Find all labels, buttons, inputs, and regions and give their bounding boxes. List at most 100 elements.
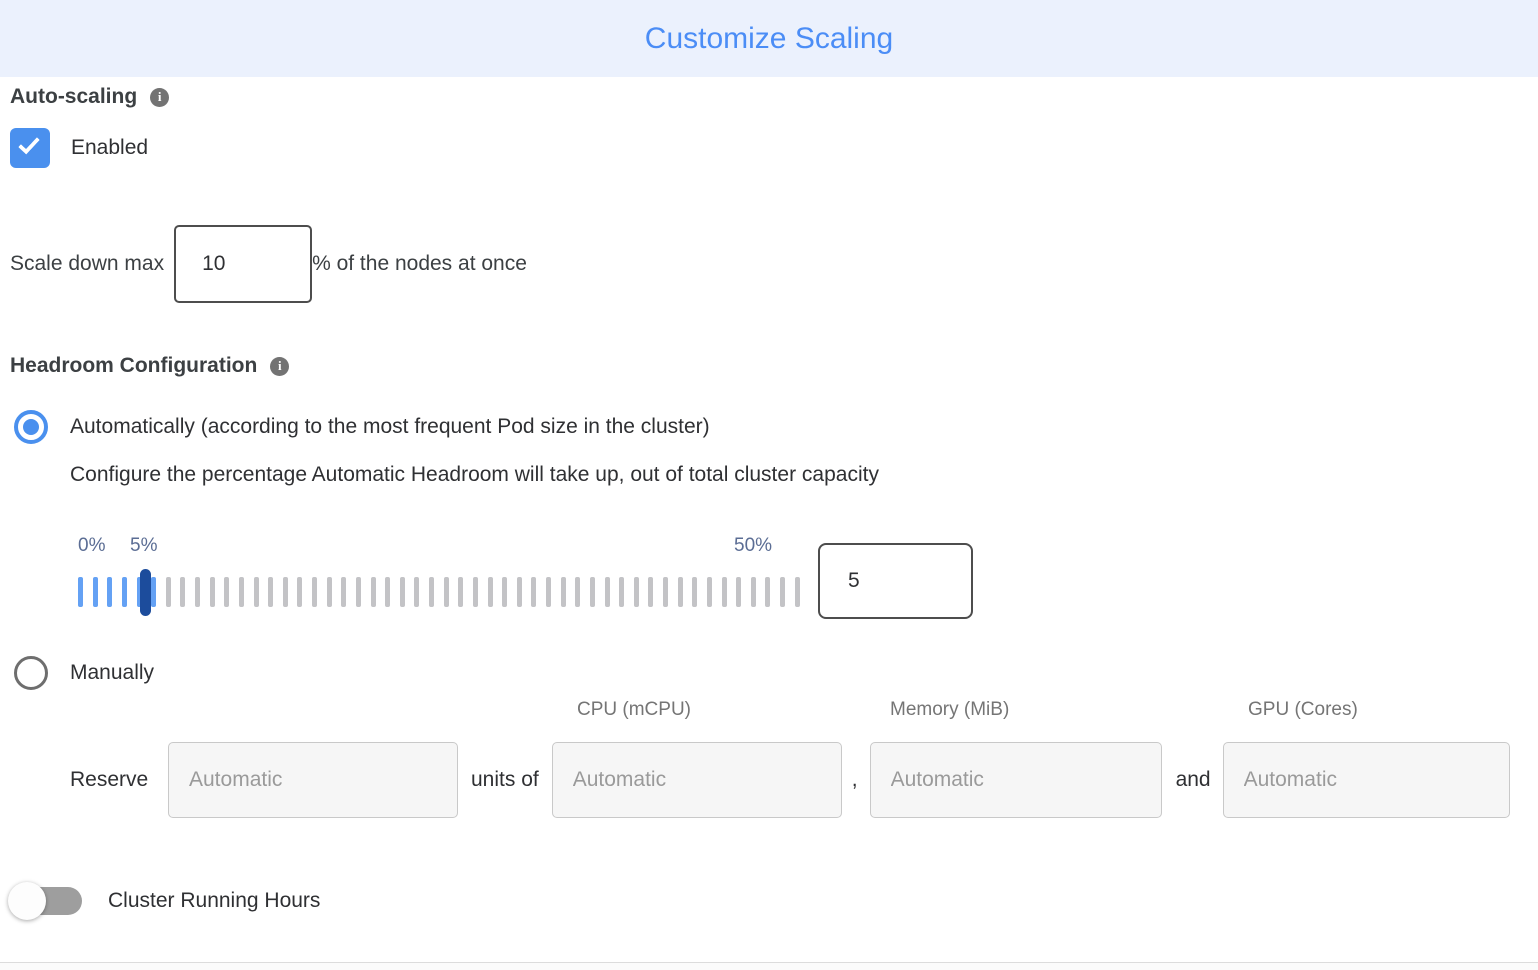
autoscaling-info-icon[interactable]: i xyxy=(150,87,170,107)
autoscaling-enabled-label: Enabled xyxy=(71,136,149,159)
slider-tick xyxy=(151,577,157,607)
slider-tick xyxy=(399,577,405,607)
slider-tick xyxy=(648,577,654,607)
headroom-manual-row: Manually xyxy=(10,656,1538,690)
headroom-automatic-description: Configure the percentage Automatic Headr… xyxy=(70,463,879,486)
autoscaling-enabled-row: Enabled xyxy=(10,128,1538,168)
slider-tick xyxy=(560,577,566,607)
slider-tick xyxy=(487,577,493,607)
slider-tick xyxy=(736,577,742,607)
slider-tick xyxy=(589,577,595,607)
slider-tick xyxy=(443,577,449,607)
slider-tick xyxy=(92,577,98,607)
headroom-section-label: Headroom Configuration xyxy=(10,354,258,377)
slider-tick xyxy=(502,577,508,607)
dialog-title: Customize Scaling xyxy=(644,21,894,55)
slider-tick xyxy=(107,577,113,607)
slider-tick xyxy=(794,577,800,607)
slider-tick xyxy=(677,577,683,607)
slider-tick xyxy=(531,577,537,607)
slider-tick xyxy=(297,577,303,607)
slider-tick xyxy=(604,577,610,607)
headroom-section-row: Headroom Configuration i xyxy=(10,354,1538,378)
headroom-automatic-radio[interactable] xyxy=(14,410,48,444)
slider-tick xyxy=(458,577,464,607)
memory-reserve-input[interactable] xyxy=(869,742,1162,818)
slider-tick xyxy=(370,577,376,607)
slider-tick xyxy=(180,577,186,607)
slider-tick xyxy=(224,577,230,607)
toggle-knob xyxy=(8,882,46,920)
slider-tick xyxy=(253,577,259,607)
reserve-units-input[interactable] xyxy=(168,742,458,818)
dialog-body: Auto-scaling i Enabled Scale down max % … xyxy=(0,85,1538,921)
bottom-divider xyxy=(0,962,1538,970)
column-header-cpu: CPU (mCPU) xyxy=(577,699,691,720)
slider-tick xyxy=(765,577,771,607)
slider-tick xyxy=(136,577,142,607)
headroom-info-icon[interactable]: i xyxy=(270,356,290,376)
column-header-gpu: GPU (Cores) xyxy=(1248,699,1358,720)
slider-tick xyxy=(575,577,581,607)
cluster-running-hours-toggle[interactable] xyxy=(8,882,82,920)
slider-tick xyxy=(692,577,698,607)
slider-tick xyxy=(780,577,785,607)
scale-down-row: Scale down max % of the nodes at once xyxy=(10,224,1538,304)
comma-separator: , xyxy=(851,768,858,791)
slider-tick xyxy=(721,577,727,607)
slider-current-label: 5% xyxy=(130,535,158,556)
checkmark-icon xyxy=(18,132,40,155)
gpu-reserve-input[interactable] xyxy=(1222,742,1510,818)
slider-tick xyxy=(341,577,347,607)
cluster-running-hours-row: Cluster Running Hours xyxy=(8,881,1538,921)
headroom-slider-track[interactable] xyxy=(78,577,800,607)
slider-tick xyxy=(268,577,274,607)
headroom-automatic-row: Automatically (according to the most fre… xyxy=(10,410,1538,444)
reserve-row: Reserve units of , and xyxy=(10,699,1538,819)
radio-dot-icon xyxy=(23,419,39,435)
slider-tick xyxy=(78,577,83,607)
slider-tick xyxy=(633,577,639,607)
headroom-slider-handle[interactable] xyxy=(140,569,151,616)
cluster-running-hours-label: Cluster Running Hours xyxy=(108,889,321,912)
slider-tick xyxy=(326,577,332,607)
slider-tick xyxy=(238,577,244,607)
headroom-manual-label: Manually xyxy=(70,661,155,684)
headroom-slider-block: 0% 5% 50% xyxy=(78,535,1538,621)
slider-tick xyxy=(619,577,625,607)
slider-tick xyxy=(355,577,361,607)
autoscaling-enabled-checkbox[interactable] xyxy=(10,128,50,168)
slider-tick xyxy=(429,577,434,607)
slider-tick xyxy=(472,577,478,607)
manual-reserve-grid: CPU (mCPU) Memory (MiB) GPU (Cores) Rese… xyxy=(10,699,1538,819)
autoscaling-section-label: Auto-scaling xyxy=(10,85,138,108)
reserve-label: Reserve xyxy=(70,768,149,791)
slider-tick xyxy=(312,577,317,607)
slider-tick xyxy=(121,577,127,607)
slider-tick xyxy=(282,577,288,607)
slider-tick xyxy=(750,577,756,607)
cpu-reserve-input[interactable] xyxy=(551,742,842,818)
column-header-memory: Memory (MiB) xyxy=(890,699,1010,720)
slider-tick xyxy=(209,577,215,607)
slider-tick xyxy=(165,577,171,607)
headroom-manual-radio[interactable] xyxy=(14,656,48,690)
slider-min-label: 0% xyxy=(78,535,106,556)
headroom-percentage-input[interactable] xyxy=(818,543,973,619)
scale-down-max-label: Scale down max xyxy=(10,252,165,275)
slider-tick xyxy=(414,577,420,607)
and-label: and xyxy=(1175,768,1211,791)
slider-tick xyxy=(546,577,551,607)
units-of-label: units of xyxy=(471,768,539,791)
slider-tick xyxy=(516,577,522,607)
scale-down-max-suffix: % of the nodes at once xyxy=(312,252,527,275)
dialog-header: Customize Scaling xyxy=(0,0,1538,77)
slider-max-label: 50% xyxy=(734,535,773,556)
scale-down-max-input[interactable] xyxy=(174,225,313,303)
slider-tick xyxy=(195,577,200,607)
slider-tick xyxy=(706,577,712,607)
autoscaling-section-row: Auto-scaling i xyxy=(10,85,1538,109)
slider-tick xyxy=(663,577,668,607)
headroom-automatic-label: Automatically (according to the most fre… xyxy=(70,415,710,438)
slider-tick xyxy=(385,577,391,607)
